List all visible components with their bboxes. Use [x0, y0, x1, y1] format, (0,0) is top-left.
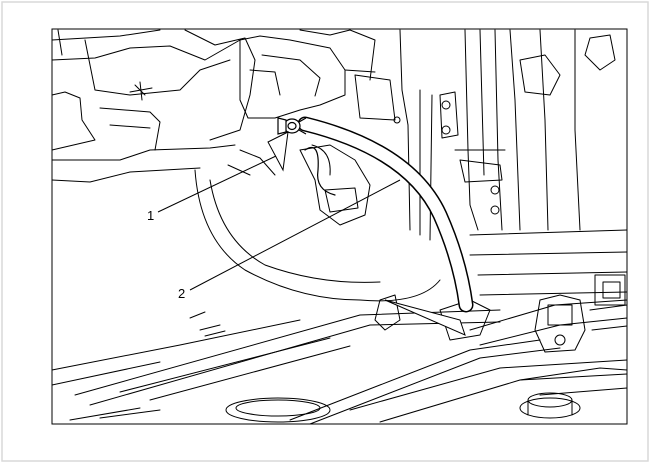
- drawing-border: [51, 28, 628, 425]
- vehicle-underbody-drawing: [51, 29, 628, 425]
- callout-2: 2: [178, 286, 185, 301]
- leader-lines: [157, 155, 401, 291]
- leader-line-1: [157, 155, 277, 213]
- leader-line-2: [189, 179, 401, 291]
- hose-clamp: [277, 117, 307, 135]
- arrow-2: [384, 299, 466, 336]
- callout-1: 1: [147, 208, 154, 223]
- drain-hose: [297, 116, 474, 313]
